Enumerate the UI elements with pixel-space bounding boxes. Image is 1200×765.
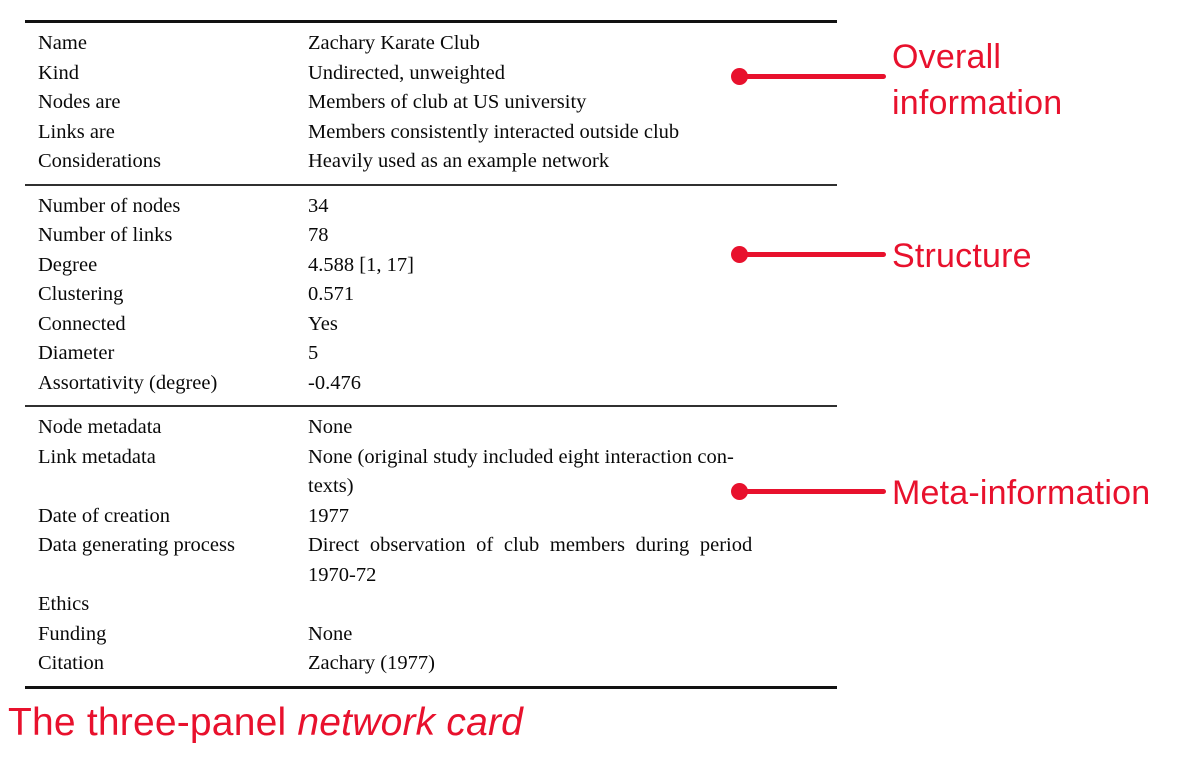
row-label: Link metadata xyxy=(38,445,156,468)
row-value: None (original study included eight inte… xyxy=(308,445,734,498)
callout-dot-icon xyxy=(731,246,748,263)
table-row: Clustering 0.571 xyxy=(25,280,837,310)
row-label: Nodes are xyxy=(38,91,121,113)
callout-line xyxy=(740,252,886,257)
callout-line xyxy=(740,74,886,79)
row-value: 34 xyxy=(308,194,329,217)
row-label: Node metadata xyxy=(38,416,162,438)
row-label: Number of links xyxy=(38,224,173,246)
table-row: Data generating process Direct observatio… xyxy=(25,531,837,590)
table-row: Link metadata None (original study includ… xyxy=(25,443,837,502)
table-row: Funding None xyxy=(25,620,837,650)
table-row: Assortativity (degree) -0.476 xyxy=(25,369,837,399)
row-value: None xyxy=(308,622,353,645)
callout-label: Overall information xyxy=(892,38,1063,122)
table-row: Node metadata None xyxy=(25,413,837,443)
table-row: Ethics xyxy=(25,590,837,620)
row-label: Funding xyxy=(38,622,107,645)
row-label: Date of creation xyxy=(38,504,171,527)
row-label: Assortativity (degree) xyxy=(38,371,218,394)
row-value: Zachary Karate Club xyxy=(308,32,480,54)
table-row: Nodes are Members of club at US universit… xyxy=(25,88,837,118)
row-value: -0.476 xyxy=(308,371,361,394)
callout-line xyxy=(740,489,886,494)
table-row: Considerations Heavily used as an example… xyxy=(25,147,837,177)
row-label: Ethics xyxy=(38,593,90,615)
callout-dot-icon xyxy=(731,483,748,500)
row-label: Links are xyxy=(38,120,115,143)
table-row: Degree 4.588 [1, 17] xyxy=(25,251,837,281)
row-value: Heavily used as an example network xyxy=(308,150,610,172)
row-label: Clustering xyxy=(38,283,124,305)
caption-emphasis: network card xyxy=(297,701,524,744)
table-row: Connected Yes xyxy=(25,310,837,340)
row-label: Name xyxy=(38,32,87,54)
table-row: Links are Members consistently interacted… xyxy=(25,118,837,148)
table-row: Name Zachary Karate Club xyxy=(25,29,837,59)
figure-caption: The three-panel network card xyxy=(8,700,523,746)
row-value: Direct observation of club members durin… xyxy=(308,534,753,586)
row-value: 78 xyxy=(308,224,329,246)
row-value: 1977 xyxy=(308,504,349,527)
callout-label: Meta-information xyxy=(892,474,1151,512)
row-value: Members of club at US university xyxy=(308,91,587,113)
row-value xyxy=(308,590,837,620)
row-value: Undirected, unweighted xyxy=(308,61,505,84)
row-value: Yes xyxy=(308,312,338,335)
table-row: Number of nodes 34 xyxy=(25,192,837,222)
row-label: Diameter xyxy=(38,342,115,364)
table-row: Kind Undirected, unweighted xyxy=(25,59,837,89)
row-value: Zachary (1977) xyxy=(308,652,435,674)
row-label: Degree xyxy=(38,253,98,276)
row-label: Connected xyxy=(38,312,126,335)
row-value: 5 xyxy=(308,342,319,364)
row-value: None xyxy=(308,416,353,438)
callout-dot-icon xyxy=(731,68,748,85)
row-label: Citation xyxy=(38,652,105,674)
row-value: 0.571 xyxy=(308,283,355,305)
table-row: Number of links 78 xyxy=(25,221,837,251)
row-label: Number of nodes xyxy=(38,194,181,217)
row-value: Members consistently interacted outside … xyxy=(308,120,680,143)
callout-label: Structure xyxy=(892,237,1032,275)
table-row: Citation Zachary (1977) xyxy=(25,649,837,679)
table-row: Date of creation 1977 xyxy=(25,502,837,532)
row-label: Data generating process xyxy=(38,534,235,556)
row-value: 4.588 [1, 17] xyxy=(308,253,414,276)
row-label: Kind xyxy=(38,61,79,84)
row-label: Considerations xyxy=(38,150,161,172)
table-row: Diameter 5 xyxy=(25,339,837,369)
caption-prefix: The three-panel xyxy=(8,701,298,744)
